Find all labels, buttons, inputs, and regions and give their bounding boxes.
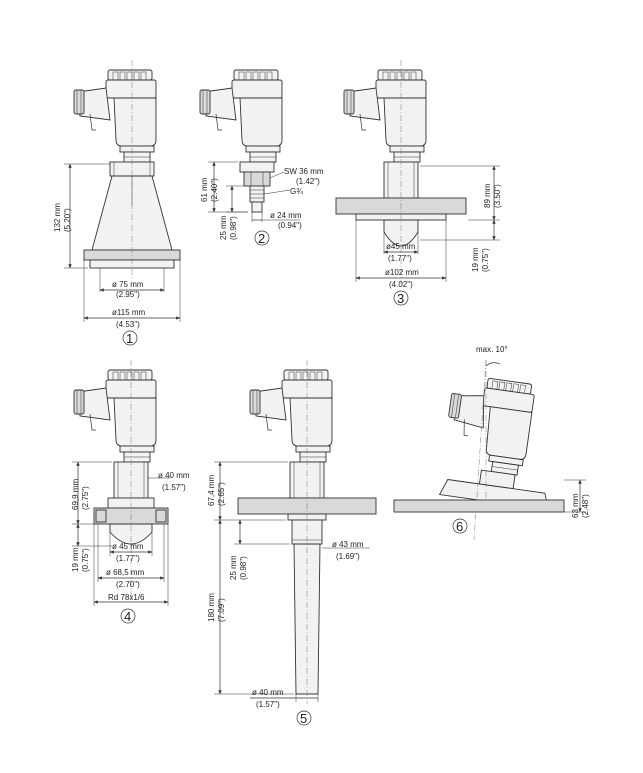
dimension-label: (1.77") — [388, 254, 412, 263]
dimension-label: (0.98") — [229, 216, 238, 240]
dimension-label: ø 24 mm — [270, 211, 302, 220]
drawing-2: 61 mm (2.40") SW 36 mm (1.42") G¾ 25 mm … — [199, 69, 324, 246]
dimension-label: (2.48") — [581, 494, 590, 518]
dimension-label: 61 mm — [200, 177, 209, 202]
dimension-label: (2.95") — [116, 290, 140, 299]
dimension-label: (4.02") — [389, 280, 413, 289]
dimension-label: G¾ — [290, 187, 303, 196]
dimension-label: (4.53") — [116, 320, 140, 329]
drawing-number-5: 5 — [300, 711, 307, 726]
drawing-number-1: 1 — [126, 331, 133, 346]
dimension-label: ø115 mm — [112, 308, 146, 317]
dimension-label: Rd 78x1/6 — [108, 593, 145, 602]
dimension-label: (1.57") — [256, 700, 280, 709]
drawing-number-6: 6 — [456, 519, 463, 534]
dimension-label: 19 mm — [71, 547, 80, 572]
dimension-label: 89 mm — [483, 183, 492, 208]
drawing-6: max. 10° 63 mm (2.48") 6 — [393, 345, 590, 541]
dimension-label: 25 mm — [229, 555, 238, 580]
dimension-label: ø102 mm — [385, 268, 419, 277]
dimension-label: 63 mm — [571, 493, 580, 518]
drawing-4: 69,9 mm (2.75") ø 40 mm (1.57") 19 mm (0… — [71, 360, 190, 624]
dimension-label: (2.65") — [217, 482, 226, 506]
dimension-label: 132 mm — [53, 203, 62, 232]
drawing-number-3: 3 — [397, 291, 404, 306]
dimension-label: (2.70") — [116, 580, 140, 589]
dimension-label: (0.75") — [81, 548, 90, 572]
dimension-label: ø 68,5 mm — [106, 568, 145, 577]
dimension-label: (1.77") — [116, 554, 140, 563]
dimension-label: (2.75") — [81, 486, 90, 510]
dimension-label: SW 36 mm — [284, 167, 324, 176]
dimension-label: (1.57") — [162, 483, 186, 492]
dimension-label: (1.69") — [336, 552, 360, 561]
dimension-label: ø45 mm — [386, 242, 416, 251]
drawing-5: 67,4 mm (2.65") 25 mm (0.98") ø 43 mm (1… — [207, 360, 377, 726]
dimension-label: (2.40") — [210, 178, 219, 202]
dimension-label: (0.98") — [239, 556, 248, 580]
dimension-label: (7.09") — [217, 598, 226, 622]
drawing-3: 89 mm (3.50") 19 mm (0.75") ø45 mm (1.77… — [335, 60, 502, 306]
dimension-label: (0.94") — [278, 221, 302, 230]
dimension-label: max. 10° — [476, 345, 508, 354]
dimension-label: ø 75 mm — [112, 280, 144, 289]
dimension-label: (0.75") — [481, 248, 490, 272]
dimension-label: ø 45 mm — [112, 542, 144, 551]
drawing-number-4: 4 — [124, 609, 131, 624]
dimension-label: (1.42") — [296, 177, 320, 186]
dimension-label: ø 40 mm — [252, 688, 284, 697]
dimension-label: 180 mm — [207, 593, 216, 622]
dimension-label: 19 mm — [471, 247, 480, 272]
dimension-label: 69,9 mm — [71, 479, 80, 510]
drawing-1: 132 mm (5.20") ø 75 mm (2.95") ø115 mm (… — [53, 60, 181, 346]
dimension-label: 67,4 mm — [207, 475, 216, 506]
dimension-label: ø 40 mm — [158, 471, 190, 480]
dimension-label: 25 mm — [219, 215, 228, 240]
dimension-label: (3.50") — [493, 184, 502, 208]
dimension-label: (5.20") — [63, 208, 72, 232]
dimension-label: ø 43 mm — [332, 540, 364, 549]
drawing-number-2: 2 — [258, 231, 265, 246]
